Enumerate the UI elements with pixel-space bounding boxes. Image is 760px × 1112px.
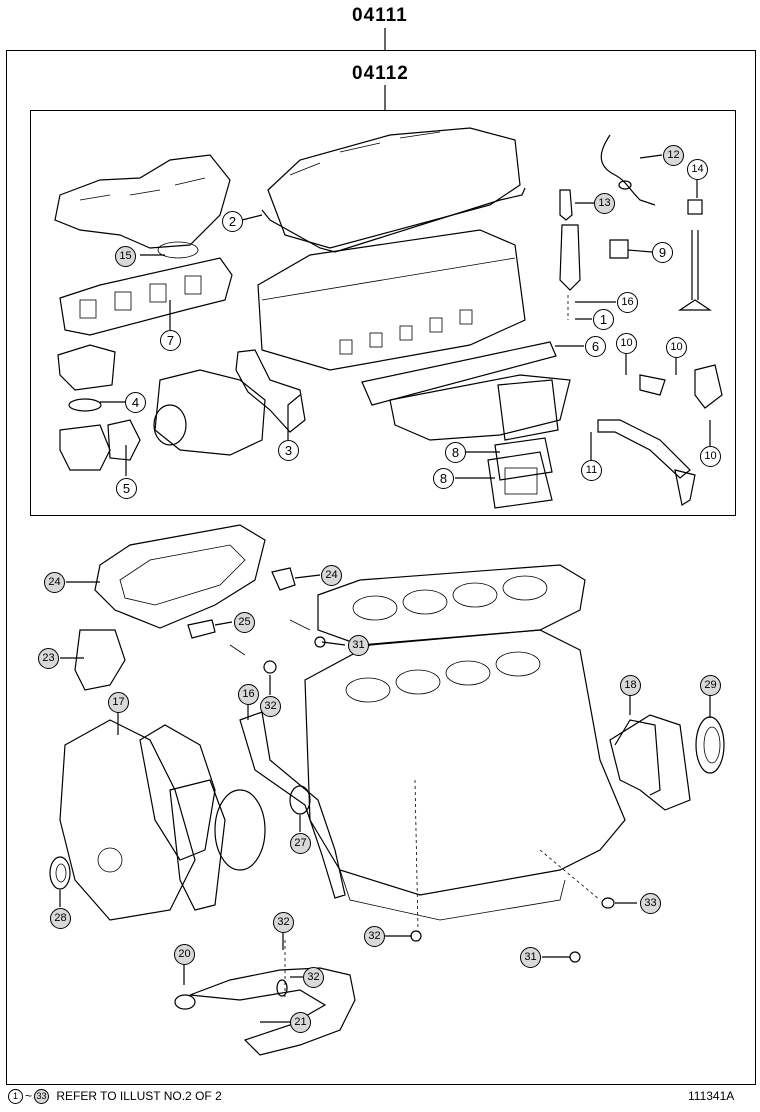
valve-drawing: [678, 199, 712, 311]
head-cover-drawing: [261, 127, 526, 253]
callout-12: 12: [663, 145, 684, 166]
small-gaskets-drawing: [74, 567, 615, 963]
callout-23: 24: [44, 572, 65, 593]
callout-3: 3: [278, 440, 299, 461]
callout-2: 2: [222, 211, 243, 232]
head-gasket-drawing: [317, 564, 586, 646]
exhaust-manifold-drawing: [54, 154, 231, 259]
callout-9: 9: [652, 242, 673, 263]
callout-22: 23: [38, 648, 59, 669]
chain-cover-gasket-drawing: [239, 711, 346, 899]
timing-cover-drawing: [59, 719, 226, 921]
callout-32-upper: 32: [273, 912, 294, 933]
callout-16: 16: [617, 292, 638, 313]
callout-24-right: 24: [321, 565, 342, 586]
sensor-wire-drawing: [600, 134, 656, 206]
callout-17: 16: [238, 684, 259, 705]
callout-8-lower: 8: [433, 468, 454, 489]
callout-10-bottom: 10: [700, 446, 721, 467]
rear-seal-retainer-drawing: [609, 714, 691, 811]
callout-29: 32: [260, 696, 281, 717]
callout-10-left: 10: [616, 333, 637, 354]
plug-drawing: [609, 239, 629, 259]
callout-25: 27: [290, 833, 311, 854]
callout-27: 29: [700, 675, 721, 696]
injector-drawing: [559, 189, 581, 320]
timing-cover-gasket-drawing: [94, 524, 266, 629]
callout-5: 5: [116, 478, 137, 499]
callout-14: 14: [687, 159, 708, 180]
callout-6: 6: [585, 336, 606, 357]
callout-31: 32: [364, 926, 385, 947]
footer-refer-text: REFER TO ILLUST NO.2 OF 2: [56, 1089, 222, 1103]
cylinder-head-drawing: [257, 229, 526, 371]
footer-range-end: 33: [34, 1089, 50, 1105]
crank-pulley-drawing: [214, 785, 311, 871]
kit-label-outer: 04111: [352, 5, 408, 26]
footer-note: 1~33 REFER TO ILLUST NO.2 OF 2: [8, 1089, 222, 1105]
callout-32-lower: 32: [303, 967, 324, 988]
footer-range-start: 1: [8, 1089, 23, 1105]
oil-strainer-drawing: [174, 967, 356, 1056]
footer-range-sep: ~: [25, 1089, 33, 1103]
callout-26: 28: [50, 908, 71, 929]
outer-kit-frame: [6, 50, 756, 1085]
callout-15: 15: [115, 246, 136, 267]
callout-18: 17: [108, 692, 129, 713]
callout-30: 31: [520, 947, 541, 968]
callout-8-upper: 8: [445, 442, 466, 463]
callout-33: 33: [640, 893, 661, 914]
callout-19: 18: [620, 675, 641, 696]
intake-gasket-drawing: [361, 341, 557, 406]
callout-4: 4: [125, 392, 146, 413]
bypass-pipe-drawing: [597, 364, 723, 506]
callout-11: 11: [581, 460, 602, 481]
water-outlet-drawing: [57, 344, 141, 471]
callout-28: 31: [348, 635, 369, 656]
inner-kit-frame: [30, 110, 736, 516]
callout-7: 7: [160, 330, 181, 351]
callout-1: 1: [593, 309, 614, 330]
exhaust-manifold-gasket-drawing: [59, 257, 233, 336]
oil-seal-right-drawing: [695, 716, 725, 774]
callout-13: 13: [594, 193, 615, 214]
throttle-gasket-drawing: [487, 437, 553, 509]
callout-21: 21: [290, 1012, 311, 1033]
illustration-number: 111341A: [688, 1089, 735, 1103]
oil-seal-left-drawing: [49, 856, 71, 890]
bracket-drawing: [235, 349, 306, 433]
intake-manifold-drawing: [389, 374, 571, 441]
callout-10-right: 10: [666, 337, 687, 358]
callout-20: 20: [174, 944, 195, 965]
water-pump-drawing: [153, 369, 266, 456]
kit-label-inner: 04112: [352, 63, 409, 84]
cylinder-block-drawing: [304, 629, 626, 921]
callout-24-left: 25: [234, 612, 255, 633]
